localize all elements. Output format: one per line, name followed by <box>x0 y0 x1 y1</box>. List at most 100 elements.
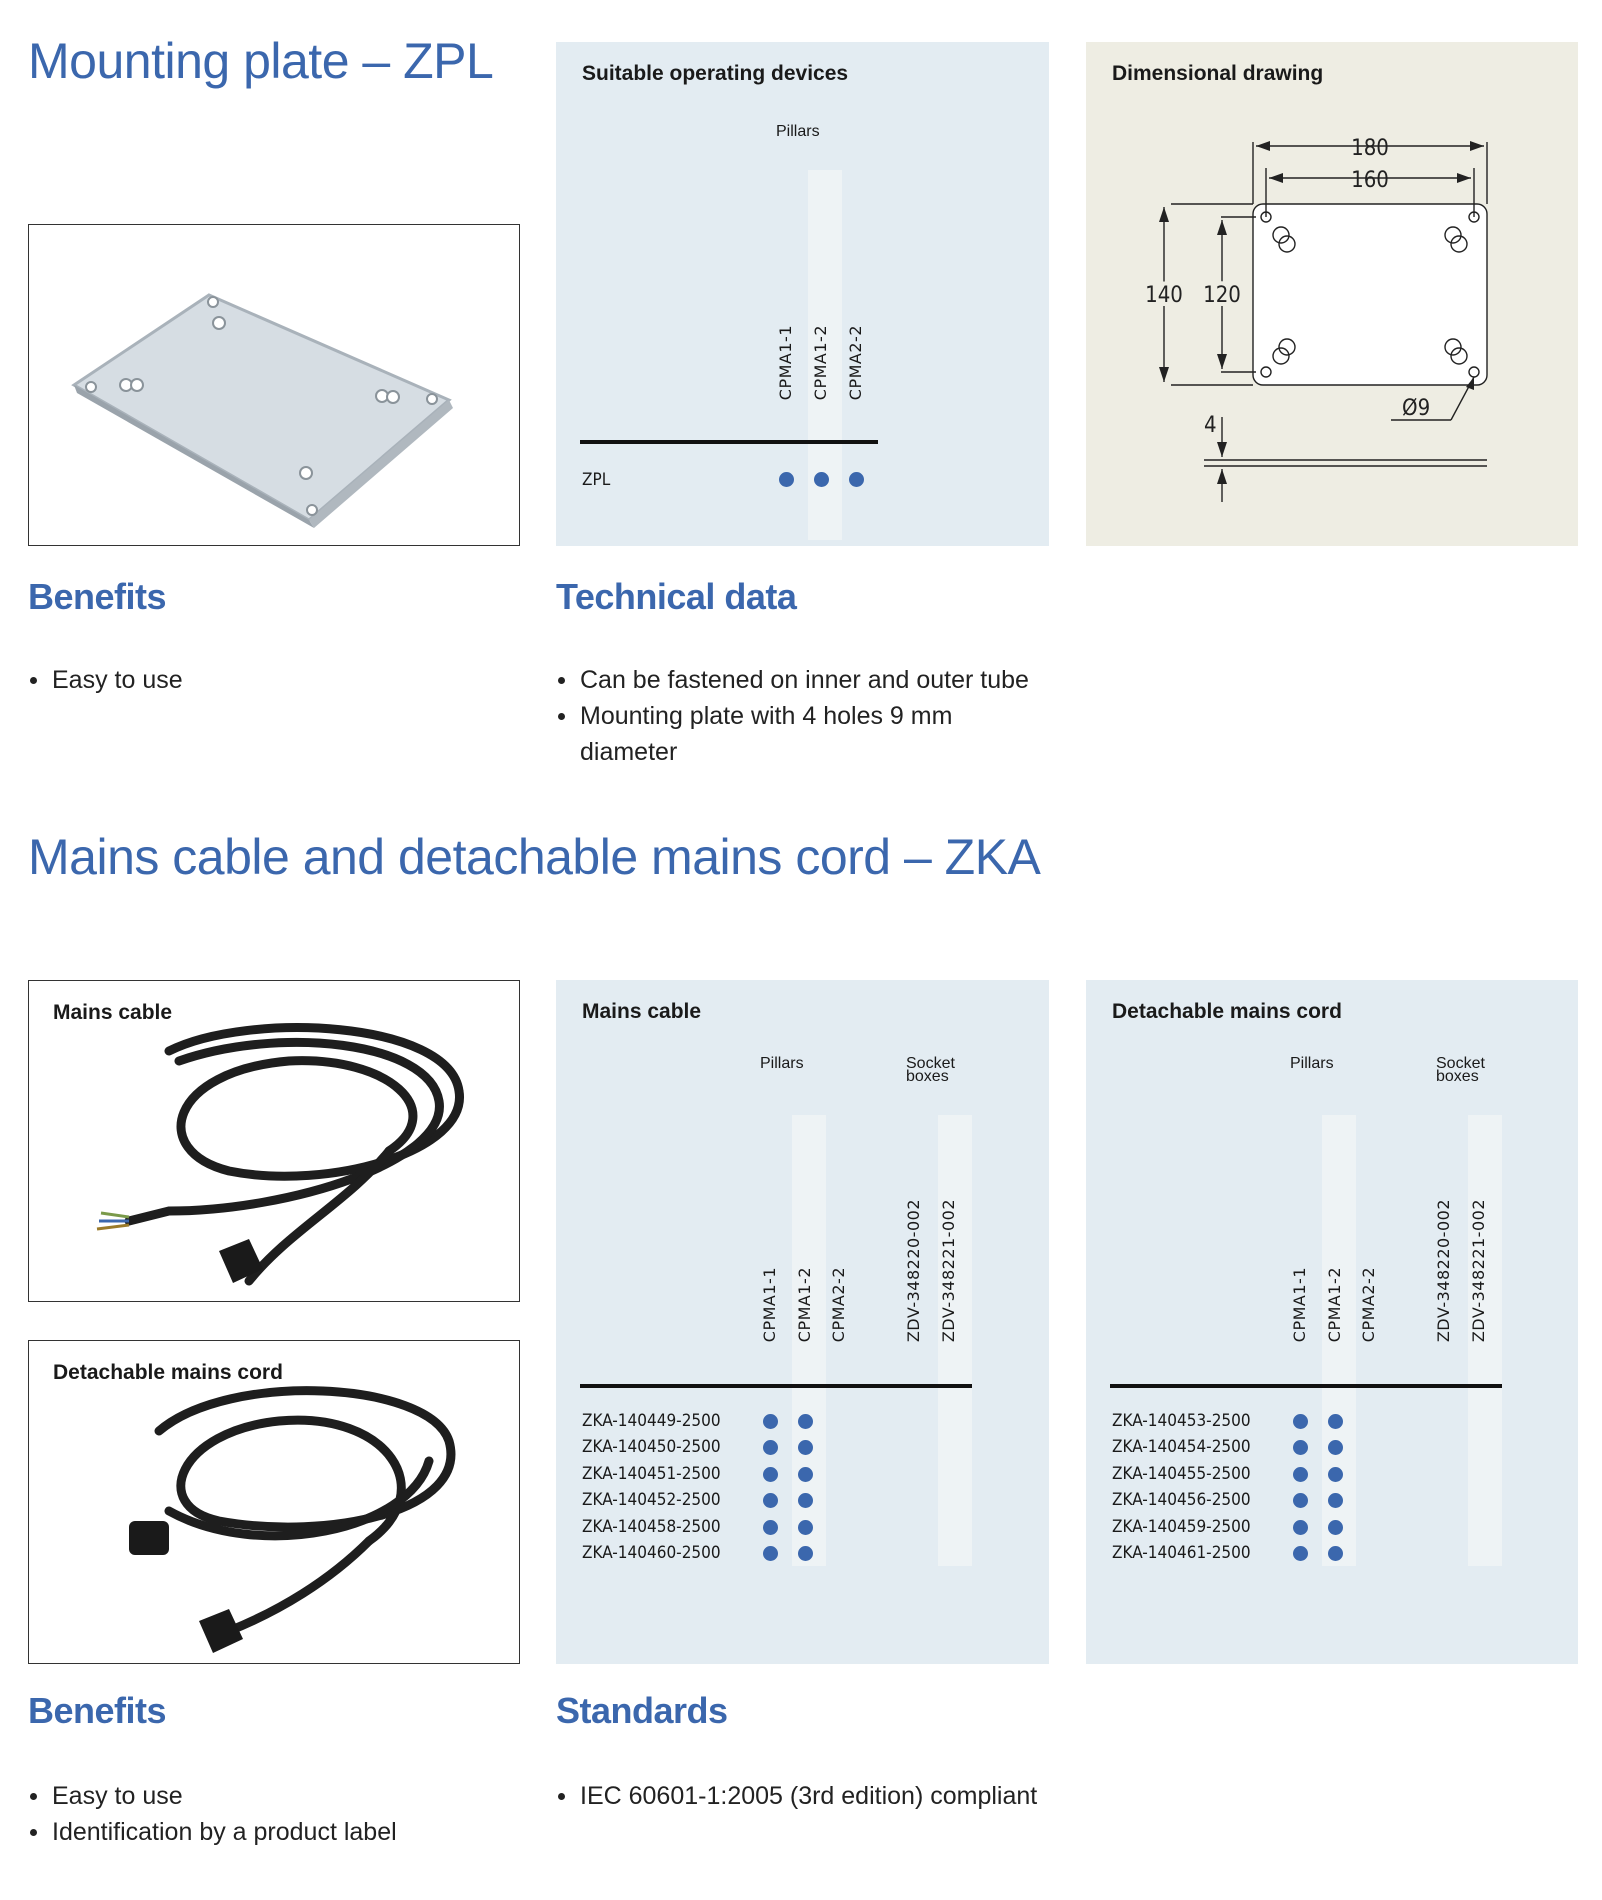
compatible-dot <box>798 1440 813 1456</box>
panel-title: Suitable operating devices <box>582 62 849 85</box>
benefits-list: Easy to use Identification by a product … <box>28 1778 508 1850</box>
compatible-dot <box>798 1546 813 1561</box>
row-label: ZKA-140451-2500 <box>582 1463 721 1484</box>
compatible-dot <box>798 1519 813 1535</box>
compatible-dot <box>763 1546 778 1561</box>
photo-caption: Detachable mains cord <box>53 1361 283 1384</box>
group-label-pillars: Pillars <box>776 123 820 140</box>
compatible-dot <box>1293 1414 1308 1429</box>
row-label: ZKA-140449-2500 <box>582 1411 721 1431</box>
photo-caption: Mains cable <box>53 1001 173 1024</box>
panel-title: Mains cable <box>582 1000 702 1023</box>
column-header: ZDV-348221-002 <box>939 1198 958 1342</box>
technical-data-heading: Technical data <box>556 576 797 617</box>
column-header: CPMA2-2 <box>846 324 865 400</box>
section-title-zpl: Mounting plate – ZPL <box>28 33 494 89</box>
benefits-heading: Benefits <box>28 576 167 617</box>
technical-data-list: Can be fastened on inner and outer tube … <box>556 662 1036 770</box>
row-label: ZKA-140459-2500 <box>1112 1516 1251 1537</box>
row-label: ZKA-140456-2500 <box>1112 1490 1251 1511</box>
column-header: CPMA1-2 <box>795 1266 814 1342</box>
column-stripe <box>792 1115 826 1566</box>
panel-title: Detachable mains cord <box>1112 1000 1342 1023</box>
group-label-socket-boxes: Socket boxes <box>1436 1055 1485 1085</box>
compatible-dot <box>779 472 794 487</box>
column-header: ZDV-348220-002 <box>904 1198 923 1342</box>
dim-hole-diameter: Ø9 <box>1402 396 1430 421</box>
standards-heading: Standards <box>556 1690 728 1731</box>
dim-hole-width: 160 <box>1351 168 1389 193</box>
compatible-dot <box>798 1466 813 1482</box>
compatible-dot <box>1328 1466 1343 1482</box>
column-header: CPMA1-1 <box>776 324 795 400</box>
row-label: ZKA-140452-2500 <box>582 1490 721 1511</box>
group-label-pillars: Pillars <box>1290 1055 1334 1072</box>
column-header: CPMA2-2 <box>829 1266 848 1342</box>
mounting-plate-photo <box>28 224 520 546</box>
dimensional-drawing-panel: Dimensional drawing 1 <box>1086 42 1578 546</box>
column-header: CPMA1-1 <box>1290 1266 1309 1342</box>
group-label-socket-boxes: Socket boxes <box>906 1055 955 1085</box>
list-item: Can be fastened on inner and outer tube <box>556 662 1036 698</box>
list-item: Easy to use <box>28 1778 508 1814</box>
dim-thickness: 4 <box>1204 413 1217 438</box>
compatible-dot <box>814 472 829 487</box>
benefits-list: Easy to use <box>28 662 508 698</box>
column-stripe <box>938 1115 972 1566</box>
row-label: ZKA-140454-2500 <box>1112 1437 1251 1458</box>
row-label: ZKA-140455-2500 <box>1112 1463 1251 1484</box>
column-header: ZDV-348221-002 <box>1469 1198 1488 1342</box>
table-rule <box>580 1384 972 1388</box>
row-label: ZKA-140458-2500 <box>582 1516 721 1537</box>
standards-list: IEC 60601-1:2005 (3rd edition) compliant <box>556 1778 1076 1814</box>
compatible-dot <box>849 472 864 487</box>
compatible-dot <box>1328 1440 1343 1456</box>
column-header: CPMA2-2 <box>1359 1266 1378 1342</box>
row-label: ZKA-140461-2500 <box>1112 1543 1251 1563</box>
section-title-zka: Mains cable and detachable mains cord – … <box>28 829 1041 885</box>
compatible-dot <box>763 1440 778 1456</box>
row-label: ZKA-140453-2500 <box>1112 1411 1251 1431</box>
compatible-dot <box>763 1414 778 1429</box>
column-header: CPMA1-1 <box>760 1266 779 1342</box>
panel-title: Dimensional drawing <box>1112 62 1324 85</box>
compatible-dot <box>1293 1546 1308 1561</box>
compatible-dot <box>1293 1440 1308 1456</box>
dim-hole-height: 120 <box>1203 283 1241 308</box>
compatible-dot <box>1293 1519 1308 1535</box>
dimensional-drawing: 180 160 140 120 Ø9 4 <box>1141 136 1488 502</box>
compatible-dot <box>1328 1519 1343 1535</box>
list-item: Easy to use <box>28 662 508 698</box>
row-label: ZKA-140460-2500 <box>582 1543 721 1563</box>
row-label: ZPL <box>582 470 611 490</box>
dim-outer-width: 180 <box>1351 136 1389 161</box>
detachable-cord-photo: Detachable mains cord <box>28 1340 520 1664</box>
mains-cable-photo: Mains cable <box>28 980 520 1302</box>
compatible-dot <box>763 1519 778 1535</box>
column-stripe <box>1322 1115 1356 1566</box>
list-item: Identification by a product label <box>28 1814 508 1850</box>
compatible-dot <box>763 1466 778 1482</box>
compatible-dot <box>1293 1493 1308 1509</box>
compatible-dot <box>798 1493 813 1509</box>
column-header: CPMA1-2 <box>1325 1266 1344 1342</box>
row-label: ZKA-140450-2500 <box>582 1437 721 1458</box>
list-item: IEC 60601-1:2005 (3rd edition) compliant <box>556 1778 1076 1814</box>
group-label-pillars: Pillars <box>760 1055 804 1072</box>
list-item: Mounting plate with 4 holes 9 mm diamete… <box>556 698 1036 770</box>
compatible-dot <box>763 1493 778 1509</box>
dim-outer-height: 140 <box>1145 283 1183 308</box>
column-header: ZDV-348220-002 <box>1434 1198 1453 1342</box>
compatible-dot <box>1293 1466 1308 1482</box>
compatible-dot <box>798 1414 813 1429</box>
column-stripe <box>1468 1115 1502 1566</box>
compatible-dot <box>1328 1546 1343 1561</box>
table-rule <box>580 440 878 444</box>
compatible-dot <box>1328 1493 1343 1509</box>
table-rule <box>1110 1384 1502 1388</box>
compatible-dot <box>1328 1414 1343 1429</box>
benefits-heading: Benefits <box>28 1690 167 1731</box>
